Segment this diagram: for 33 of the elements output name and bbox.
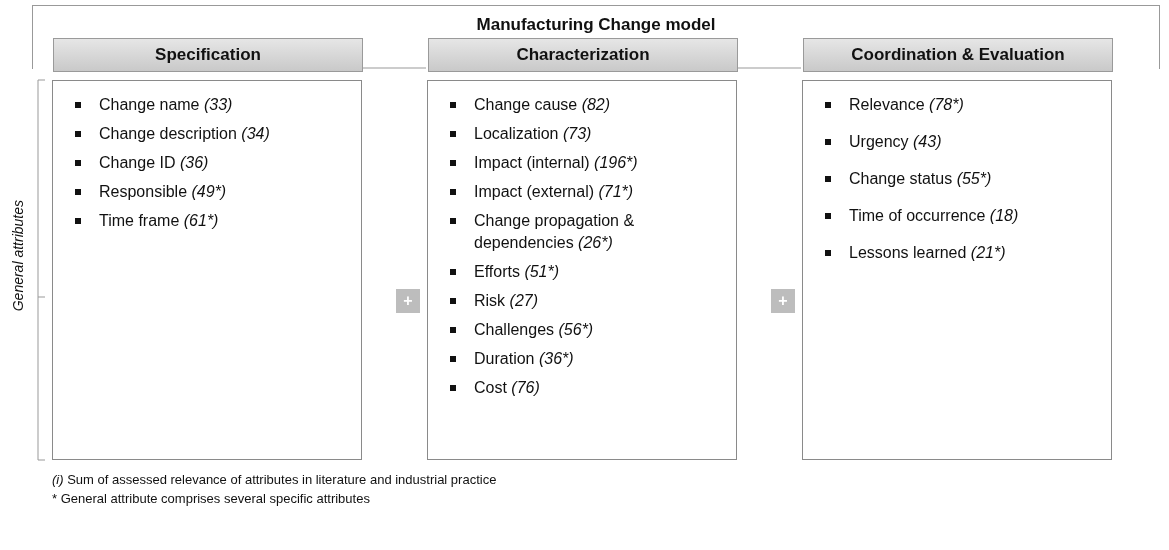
list-item: Relevance (78*) [823,94,1093,116]
list-item: Change cause (82) [448,94,718,116]
list-item: Change description (34) [73,123,343,145]
attribute-list-box [52,80,362,460]
list-item: Efforts (51*) [448,261,718,283]
header-box: Specification [53,38,363,72]
list-item: Change propagation & dependencies (26*) [448,210,718,254]
list-item: Change name (33) [73,94,343,116]
attribute-list-box [802,80,1112,460]
list-item: Responsible (49*) [73,181,343,203]
axis-label: General attributes [10,200,26,312]
model-title: Manufacturing Change model [475,15,717,35]
list-item: Change ID (36) [73,152,343,174]
list-item: Time of occurrence (18) [823,205,1093,227]
list-item: Impact (external) (71*) [448,181,718,203]
bracket-frame [32,5,1160,69]
list-item: Change status (55*) [823,168,1093,190]
list-item: Risk (27) [448,290,718,312]
list-item: Localization (73) [448,123,718,145]
list-item: Cost (76) [448,377,718,399]
list-item: Challenges (56*) [448,319,718,341]
footnote: (i) Sum of assessed relevance of attributes in literature and industrial practice [52,472,497,487]
list-item: Lessons learned (21*) [823,242,1093,264]
plus-box: + [771,289,795,313]
footnote: * General attribute comprises several specific attributes [52,491,370,506]
header-box: Characterization [428,38,738,72]
attribute-list-box [427,80,737,460]
list-item: Duration (36*) [448,348,718,370]
list-item: Urgency (43) [823,131,1093,153]
list-item: Time frame (61*) [73,210,343,232]
list-item: Impact (internal) (196*) [448,152,718,174]
header-box: Coordination & Evaluation [803,38,1113,72]
plus-box: + [396,289,420,313]
